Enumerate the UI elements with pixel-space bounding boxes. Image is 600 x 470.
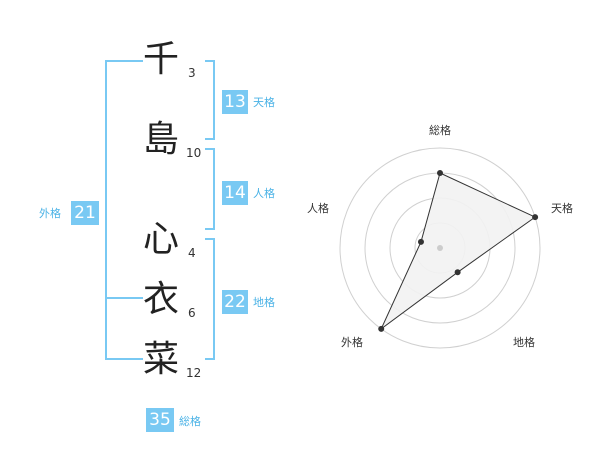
chikaku-value-badge: 22 <box>222 290 248 314</box>
gaikaku-label: 外格 <box>39 207 61 220</box>
radar-point-5 <box>417 238 424 245</box>
stroke-count-5: 12 <box>186 366 202 380</box>
name-char-3: 心 <box>142 219 179 260</box>
radar-points <box>378 170 539 332</box>
name-char-2: 島 <box>142 119 179 160</box>
gaikaku-bracket <box>105 60 143 360</box>
soukaku-label: 総格 <box>179 415 201 428</box>
radar-label-chikaku: 地格 <box>513 335 535 349</box>
radar-point-4 <box>378 325 385 332</box>
stroke-count-1: 3 <box>188 66 196 80</box>
radar-point-1 <box>437 170 443 176</box>
jinkaku-value-badge: 14 <box>222 181 248 205</box>
jinkaku-label: 人格 <box>253 187 275 200</box>
radar-label-tenkaku: 天格 <box>551 201 573 215</box>
tenkaku-label: 天格 <box>253 96 275 109</box>
radar-center-dot <box>437 245 443 251</box>
stroke-count-2: 10 <box>186 146 202 160</box>
radar-label-soukaku: 総格 <box>429 123 451 137</box>
radar-point-2 <box>532 214 539 221</box>
radar-ring-4 <box>339 147 541 349</box>
radar-label-jinkaku: 人格 <box>307 201 329 215</box>
stroke-count-3: 4 <box>188 246 196 260</box>
radar-label-gaikaku: 外格 <box>341 335 363 349</box>
name-char-1: 千 <box>142 39 179 80</box>
name-char-4: 衣 <box>142 279 179 320</box>
chikaku-label: 地格 <box>253 296 275 309</box>
name-char-5: 菜 <box>142 339 179 380</box>
tenkaku-value-badge: 13 <box>222 90 248 114</box>
stroke-count-4: 6 <box>188 306 196 320</box>
radar-data-polygon <box>380 172 537 330</box>
chikaku-bracket <box>205 238 215 360</box>
tenkaku-bracket <box>205 60 215 140</box>
gaikaku-divider-tick <box>105 297 143 299</box>
radar-point-3 <box>454 269 461 276</box>
soukaku-value-badge: 35 <box>146 408 174 432</box>
jinkaku-bracket <box>205 148 215 230</box>
gaikaku-value-badge: 21 <box>71 201 99 225</box>
